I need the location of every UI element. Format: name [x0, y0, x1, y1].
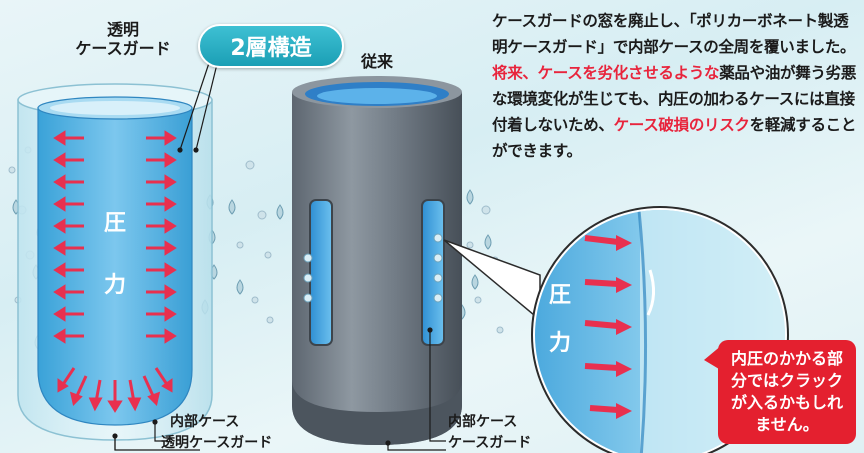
leader-inner-left: [154, 422, 168, 442]
zoom-pressure-char1: 圧: [549, 283, 572, 308]
description-part1: ケースガードの窓を廃止し、「ポリカーボネート製透明ケースガード」で内部ケースの全…: [492, 12, 856, 56]
gray-case-body: [292, 92, 462, 445]
left-pressure-char2: 力: [104, 273, 127, 298]
pressure-arrows-right: [146, 130, 177, 344]
leader-outer-left: [114, 436, 200, 451]
two-layer-badge: 2層構造: [198, 24, 344, 68]
window-right: [421, 199, 445, 346]
description-paragraph: ケースガードの窓を廃止し、「ポリカーボネート製透明ケースガード」で内部ケースの全…: [492, 8, 858, 164]
mid-inner-case-label: 内部ケース: [448, 414, 518, 430]
description-part4-highlight: ケース破損のリスク: [613, 116, 750, 134]
zoom-pressure-char2: 力: [549, 331, 572, 356]
zoom-arrows: [584, 235, 632, 419]
transparent-guard-label-line1: 透明: [106, 20, 139, 39]
conventional-label: 従来: [360, 52, 393, 71]
inner-case-body: [37, 107, 193, 426]
transparent-guard-label: 透明 ケースガード: [58, 20, 188, 58]
pressure-arrows-bottom: [57, 367, 173, 413]
leader-inner-mid: [429, 330, 446, 442]
description-part5: を軽減することができます。: [492, 116, 857, 160]
description-part2-highlight: 将来、ケースを劣化させるような: [492, 64, 720, 82]
mid-outer-guard-label: ケースガード: [448, 435, 532, 451]
description-part3: 薬品や油が舞う劣悪な環境変化が生じても、内圧の加わるケースには直接付着しないため…: [492, 64, 857, 134]
left-outer-guard-label-visible: 透明ケースガード: [161, 435, 273, 451]
window-left: [309, 199, 333, 346]
left-inner-case-label: 内部ケース: [170, 414, 240, 430]
pressure-arrows-left: [53, 130, 84, 344]
transparent-guard-label-line2: ケースガード: [75, 39, 171, 58]
crack-warning-callout: 内圧のかかる部分ではクラックが入るかもしれません。: [718, 340, 856, 444]
left-pressure-char1: 圧: [104, 211, 127, 236]
